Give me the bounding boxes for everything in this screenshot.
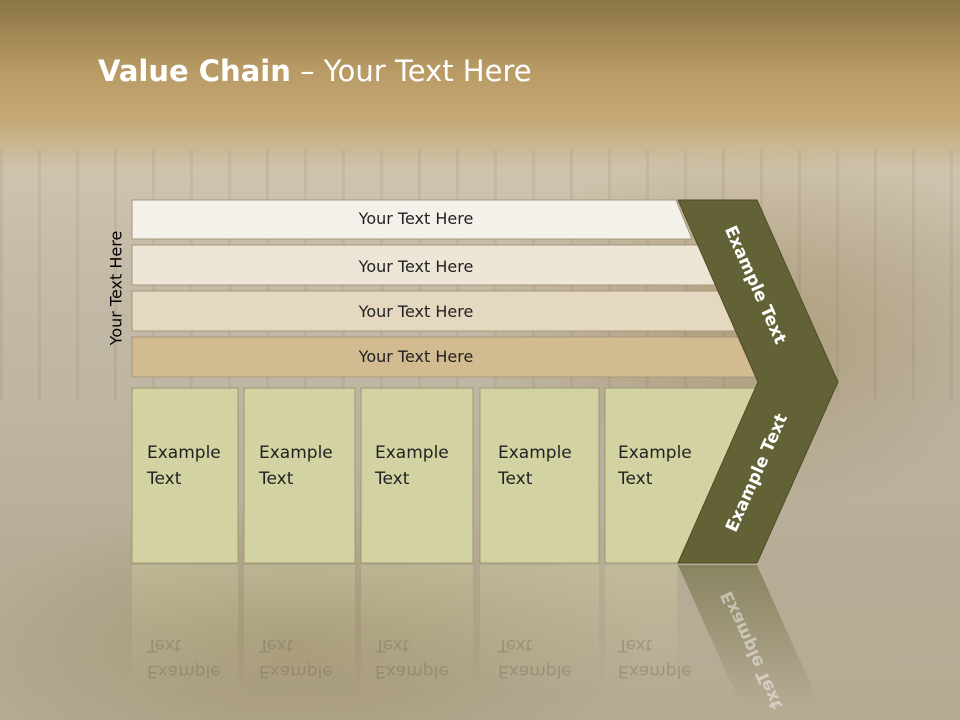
chevron-reflection — [678, 565, 820, 705]
primary-cell-1 — [131, 387, 239, 564]
support-row-1 — [131, 199, 693, 240]
primary-cell-4 — [479, 387, 600, 564]
cell-reflection — [132, 565, 238, 695]
support-row-4-label: Your Text Here — [358, 347, 474, 366]
support-row-2-label: Your Text Here — [358, 257, 474, 276]
title-rest: – Your Text Here — [290, 54, 532, 88]
primary-cell-2 — [243, 387, 356, 564]
slide-title: Value Chain – Your Text Here — [98, 54, 532, 88]
primary-cell-3 — [360, 387, 474, 564]
margin-chevron — [677, 199, 839, 564]
cell-reflection — [480, 565, 599, 695]
cell-reflection — [361, 565, 473, 695]
support-row-3-label: Your Text Here — [358, 302, 474, 321]
cell-reflection — [605, 565, 677, 695]
support-row-1-label: Your Text Here — [358, 209, 474, 228]
cell-reflection — [244, 565, 355, 695]
title-bold: Value Chain — [98, 54, 291, 88]
